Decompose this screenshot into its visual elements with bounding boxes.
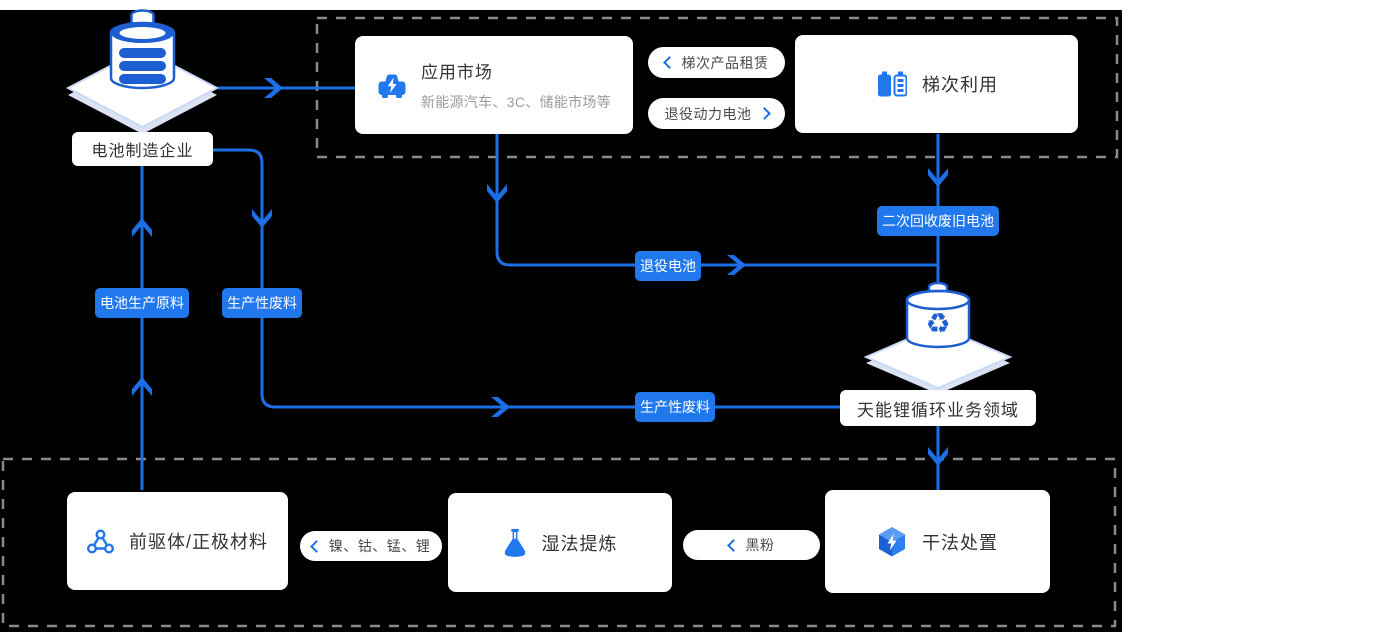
card-title: 前驱体/正极材料 (128, 532, 268, 552)
ev-car-icon (378, 74, 406, 98)
label-battery-manufacturer[interactable]: 电池制造企业 (72, 132, 213, 166)
chevron-right-icon (757, 107, 771, 120)
recycle-bin-3d-icon: ♻ (863, 281, 1013, 394)
pill-echelon-product-lease[interactable]: 梯次产品租赁 (648, 47, 785, 78)
pill-retired-power-battery[interactable]: 退役动力电池 (648, 98, 785, 129)
card-precursor-cathode[interactable]: 前驱体/正极材料 (67, 492, 288, 590)
card-title: 梯次利用 (922, 75, 998, 95)
label-tianneng-recycle[interactable]: 天能锂循环业务领域 (840, 390, 1036, 426)
card-title: 应用市场 (420, 63, 493, 82)
battery-drum-3d-icon (65, 9, 220, 134)
chevron-left-icon (309, 539, 323, 553)
pill-label: 退役动力电池 (664, 105, 752, 122)
card-title: 湿法提炼 (541, 533, 618, 554)
chevron-left-icon (662, 56, 676, 69)
badge-secondary-recycled-battery: 二次回收废旧电池 (877, 206, 999, 236)
badge-retired-battery: 退役电池 (635, 251, 701, 281)
card-title: 干法处置 (922, 532, 998, 553)
line-mfr-to-tianneng (213, 148, 842, 409)
card-subtitle: 新能源汽车、3C、储能市场等 (420, 94, 612, 110)
flask-icon (504, 528, 525, 557)
badge-production-waste: 生产性废料 (222, 288, 302, 318)
card-wet-refining[interactable]: 湿法提炼 (448, 493, 672, 592)
card-app-market[interactable]: 应用市场 新能源汽车、3C、储能市场等 (355, 36, 633, 134)
badge-production-waste: 生产性废料 (635, 392, 715, 422)
cube-icon (879, 527, 905, 557)
pill-label: 黑粉 (745, 537, 775, 553)
svg-text:♻: ♻ (925, 307, 950, 340)
molecule-icon (86, 529, 114, 553)
badge-battery-raw-material: 电池生产原料 (95, 288, 189, 318)
pill-ni-co-mn-li[interactable]: 镍、钴、锰、锂 (300, 531, 442, 561)
pill-black-powder[interactable]: 黑粉 (683, 530, 820, 560)
line-appmarket-to-recycle (495, 134, 937, 267)
chevron-left-icon (726, 538, 740, 552)
battery-pair-icon (878, 71, 907, 97)
pill-label: 镍、钴、锰、锂 (328, 538, 431, 554)
card-echelon-use[interactable]: 梯次利用 (795, 35, 1078, 133)
dashed-box-bottom (1, 457, 1117, 628)
card-dry-disposal[interactable]: 干法处置 (825, 490, 1050, 593)
pill-label: 梯次产品租赁 (681, 54, 769, 71)
